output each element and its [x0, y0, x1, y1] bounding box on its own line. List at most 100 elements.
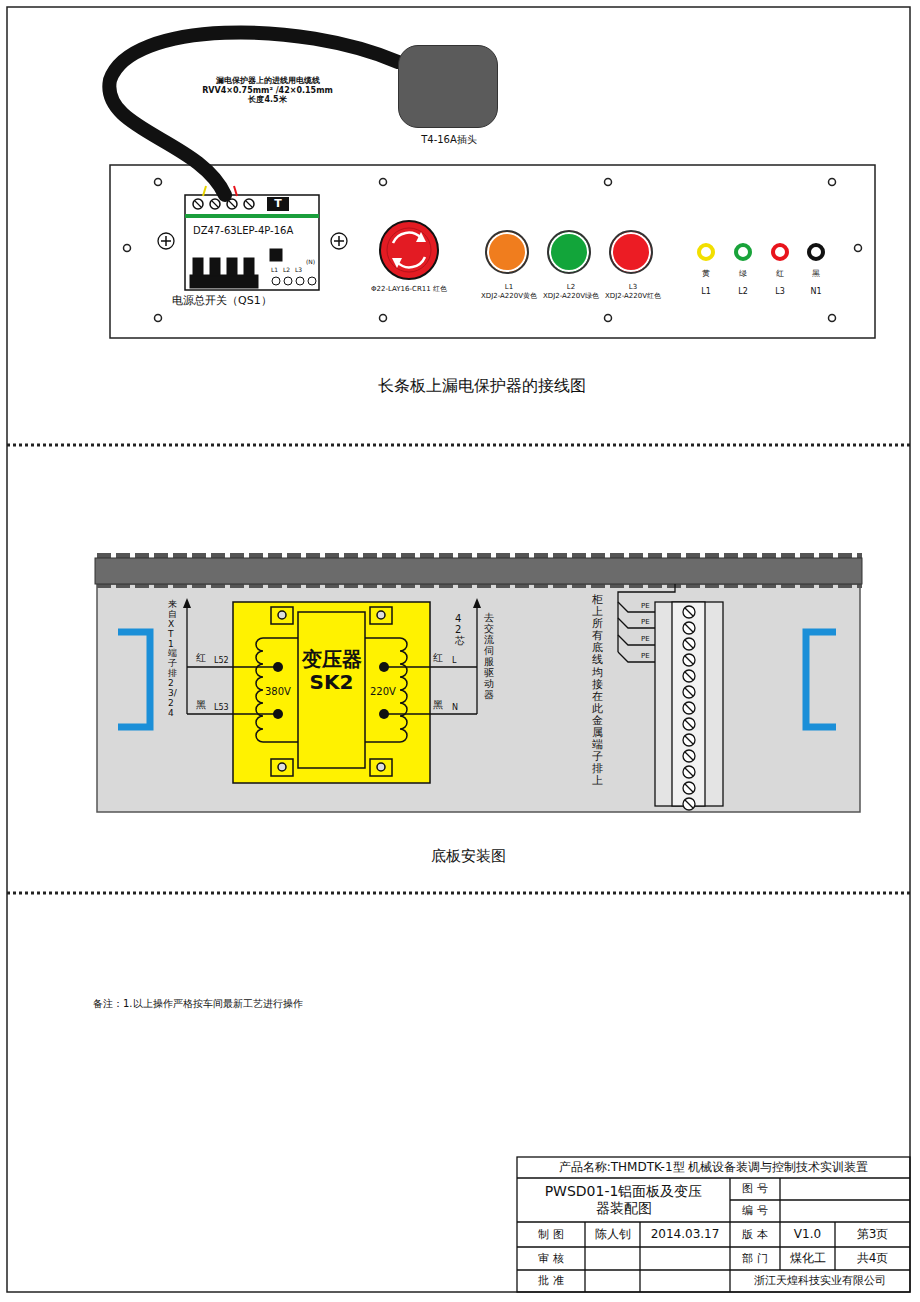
terminal-socket: 红L3: [771, 243, 789, 261]
terminal-block: [683, 734, 695, 746]
label: L: [452, 656, 456, 666]
transformer-symbol: [233, 602, 430, 783]
sheet-frame: [7, 444, 910, 447]
transformer-symbol: [271, 607, 293, 624]
panel-strip: [155, 315, 162, 322]
indicator-lamp: L2XDJ2-A220V绿色: [547, 230, 591, 274]
panel-strip: [829, 315, 836, 322]
breaker-text: T: [267, 197, 289, 211]
terminal-socket: 绿L2: [734, 243, 752, 261]
emergency-stop-symbol: [380, 221, 438, 279]
panel-strip: [380, 315, 387, 322]
breaker-symbol: [272, 277, 280, 285]
panel-strip: [605, 179, 612, 186]
base-plate: [118, 632, 150, 727]
base-plate: [806, 632, 836, 727]
panel-strip: [829, 179, 836, 186]
terminal-block: [683, 766, 695, 778]
terminal-block: [685, 656, 693, 664]
transformer-symbol: [278, 763, 286, 771]
terminal-socket-text: L1: [692, 287, 720, 297]
terminal-block: [685, 720, 693, 728]
terminal-socket-text: 绿: [729, 269, 757, 279]
terminal-block: [683, 750, 695, 762]
emergency-stop: Φ22-LAY16-CR11 红色: [380, 221, 438, 279]
transformer-symbol: [298, 612, 365, 768]
breaker-text: 电源总开关（QS1）: [172, 294, 272, 307]
base-plate: [95, 584, 862, 588]
base-plate: [95, 553, 862, 558]
indicator-lamp-text: L1: [469, 283, 549, 291]
transformer-symbol: [370, 759, 392, 776]
breaker-symbol: [210, 258, 220, 276]
label: 红: [196, 652, 206, 664]
breaker-symbol: [203, 186, 206, 196]
title-block: [517, 1178, 910, 1270]
transformer-symbol: [377, 611, 385, 619]
base-plate: [95, 558, 862, 584]
sheet-frame: [7, 7, 910, 1292]
label: PE: [641, 618, 650, 626]
label: N: [452, 703, 458, 713]
breaker-symbol: [272, 277, 316, 285]
terminal-block: [683, 638, 695, 650]
terminal-dots: [273, 709, 283, 719]
cable: [109, 32, 398, 195]
breaker-symbol: [190, 275, 258, 288]
cable-label: 漏电保护器上的进线用电缆线 RVV4×0.75mm² /42×0.15mm 长度…: [200, 76, 335, 105]
terminal-block: [683, 782, 695, 794]
label: 黑: [196, 699, 206, 711]
terminal-dots: [379, 662, 389, 672]
label: 底板安装图: [368, 845, 568, 867]
terminal-block: [685, 608, 693, 616]
breaker-symbol: [284, 277, 292, 285]
arrowheads: [473, 598, 481, 608]
terminal-block: [683, 670, 695, 682]
breaker: TDZ47-63LEP-4P-16AL1L2L3(N)电源总开关（QS1）: [185, 195, 319, 290]
indicator-lamp-text: XDJ2-A220V红色: [593, 292, 673, 300]
table-cell: V1.0: [780, 1222, 835, 1247]
label: 红: [433, 652, 443, 664]
terminal-block: [655, 602, 723, 806]
label: 长条板上漏电保护器的接线图: [282, 374, 682, 398]
breaker-symbol: [195, 201, 252, 207]
table-cell: 产品名称:THMDTK-1型 机械设备装调与控制技术实训装置: [517, 1157, 910, 1178]
terminal-socket-text: 红: [766, 269, 794, 279]
terminal-block: [683, 718, 695, 730]
label: L52: [214, 656, 229, 666]
terminal-socket-text: L2: [729, 287, 757, 297]
terminal-socket: 黑N1: [807, 243, 825, 261]
table-cell: PWSD01-1铝面板及变压器装配图: [517, 1178, 730, 1222]
terminal-block: [685, 768, 693, 776]
transformer-symbol: [370, 607, 392, 624]
sheet-frame: [7, 892, 910, 895]
panel-strip: [155, 179, 162, 186]
terminal-block: [655, 602, 723, 810]
transformer: 变压器 SK2380V220V: [233, 602, 430, 783]
terminal-block: [683, 622, 695, 634]
terminal-socket: 黄L1: [697, 243, 715, 261]
vertical-note: 柜上所有底线均接在此金属端子排上: [592, 594, 603, 788]
table-cell: 浙江天煌科技实业有限公司: [730, 1270, 910, 1292]
label: PE: [641, 635, 650, 643]
terminal-block: [685, 688, 693, 696]
arrowheads: [183, 598, 191, 608]
emergency-stop-symbol: [416, 232, 426, 242]
transformer-text: 变压器 SK2: [299, 648, 364, 694]
plug-text: T4-16A插头: [389, 134, 509, 146]
terminal-socket-text: 黄: [692, 269, 720, 279]
terminal-block: [683, 654, 695, 666]
transformer-text: 220V: [370, 686, 396, 698]
table-cell: 编 号: [730, 1200, 780, 1222]
label: PE: [641, 652, 650, 660]
vertical-note: 去交流伺服驱动器: [484, 612, 494, 700]
indicator-lamp: L3XDJ2-A220V红色: [609, 230, 653, 274]
transformer-symbol: [377, 763, 385, 771]
plug: T4-16A插头: [398, 45, 498, 128]
emergency-stop-symbol: [380, 221, 438, 279]
transformer-symbol: [278, 611, 385, 771]
breaker-symbol: [193, 258, 203, 276]
label: PE: [641, 602, 650, 610]
title-block: [517, 1157, 910, 1292]
